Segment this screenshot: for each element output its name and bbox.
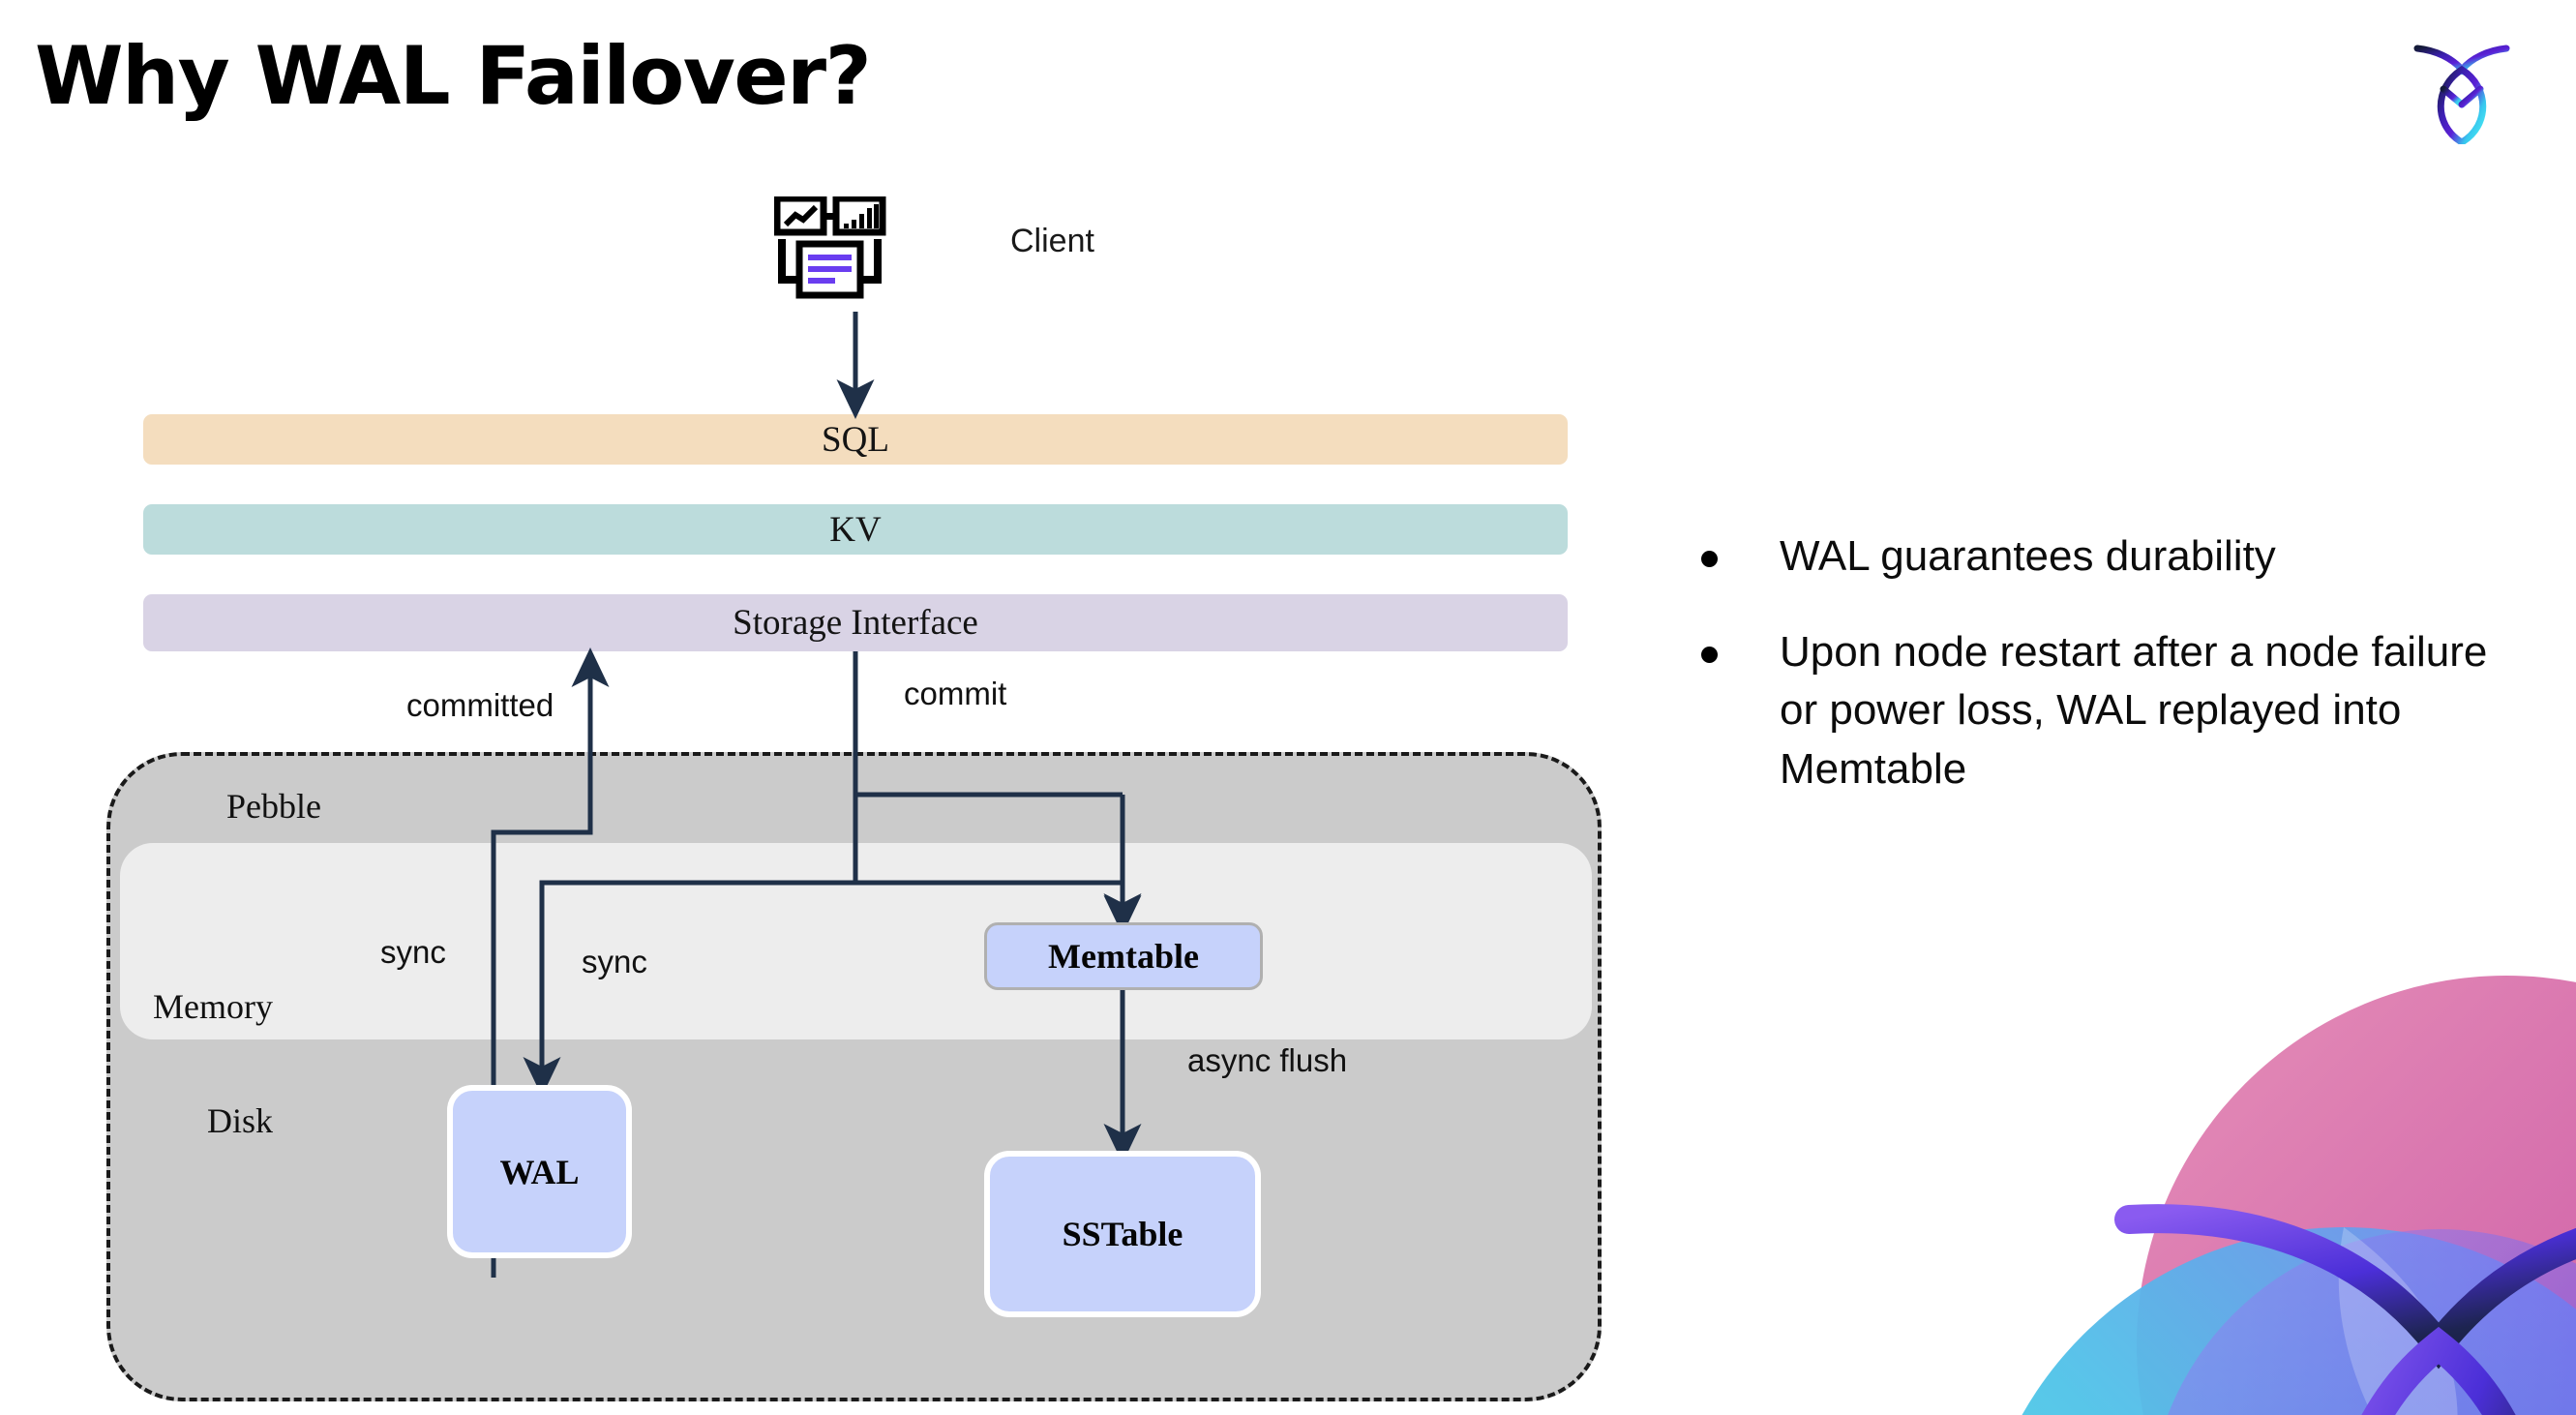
bullet-list: WAL guarantees durability Upon node rest… bbox=[1701, 527, 2504, 836]
client-dashboard-icon bbox=[773, 195, 927, 311]
edge-label-committed: committed bbox=[406, 687, 554, 723]
node-sstable: SSTable bbox=[984, 1151, 1261, 1317]
disk-label: Disk bbox=[207, 1101, 274, 1140]
edge-label-sync-2: sync bbox=[582, 944, 647, 979]
node-wal: WAL bbox=[447, 1085, 632, 1258]
list-item: WAL guarantees durability bbox=[1701, 527, 2504, 587]
cockroachdb-logo bbox=[2409, 33, 2515, 147]
client-label: Client bbox=[1010, 223, 1094, 259]
memory-band bbox=[120, 843, 1592, 1039]
list-item: Upon node restart after a node failure o… bbox=[1701, 623, 2504, 799]
edge-label-async-flush: async flush bbox=[1187, 1042, 1348, 1078]
bullet-dot-icon bbox=[1701, 646, 1718, 663]
page-title: Why WAL Failover? bbox=[35, 29, 872, 123]
gradient-circles-graphic bbox=[1984, 929, 2576, 1415]
node-memtable: Memtable bbox=[984, 922, 1263, 990]
bullet-text: Upon node restart after a node failure o… bbox=[1780, 627, 2488, 794]
layer-bar-sql: SQL bbox=[143, 414, 1568, 465]
layer-bar-storage-interface: Storage Interface bbox=[143, 594, 1568, 651]
edge-label-sync-1: sync bbox=[380, 934, 446, 970]
bullet-text: WAL guarantees durability bbox=[1780, 532, 2276, 580]
pebble-label: Pebble bbox=[226, 787, 321, 826]
edge-label-commit: commit bbox=[904, 676, 1007, 711]
memory-label: Memory bbox=[153, 987, 273, 1026]
bullet-dot-icon bbox=[1701, 551, 1718, 567]
layer-bar-kv: KV bbox=[143, 504, 1568, 555]
